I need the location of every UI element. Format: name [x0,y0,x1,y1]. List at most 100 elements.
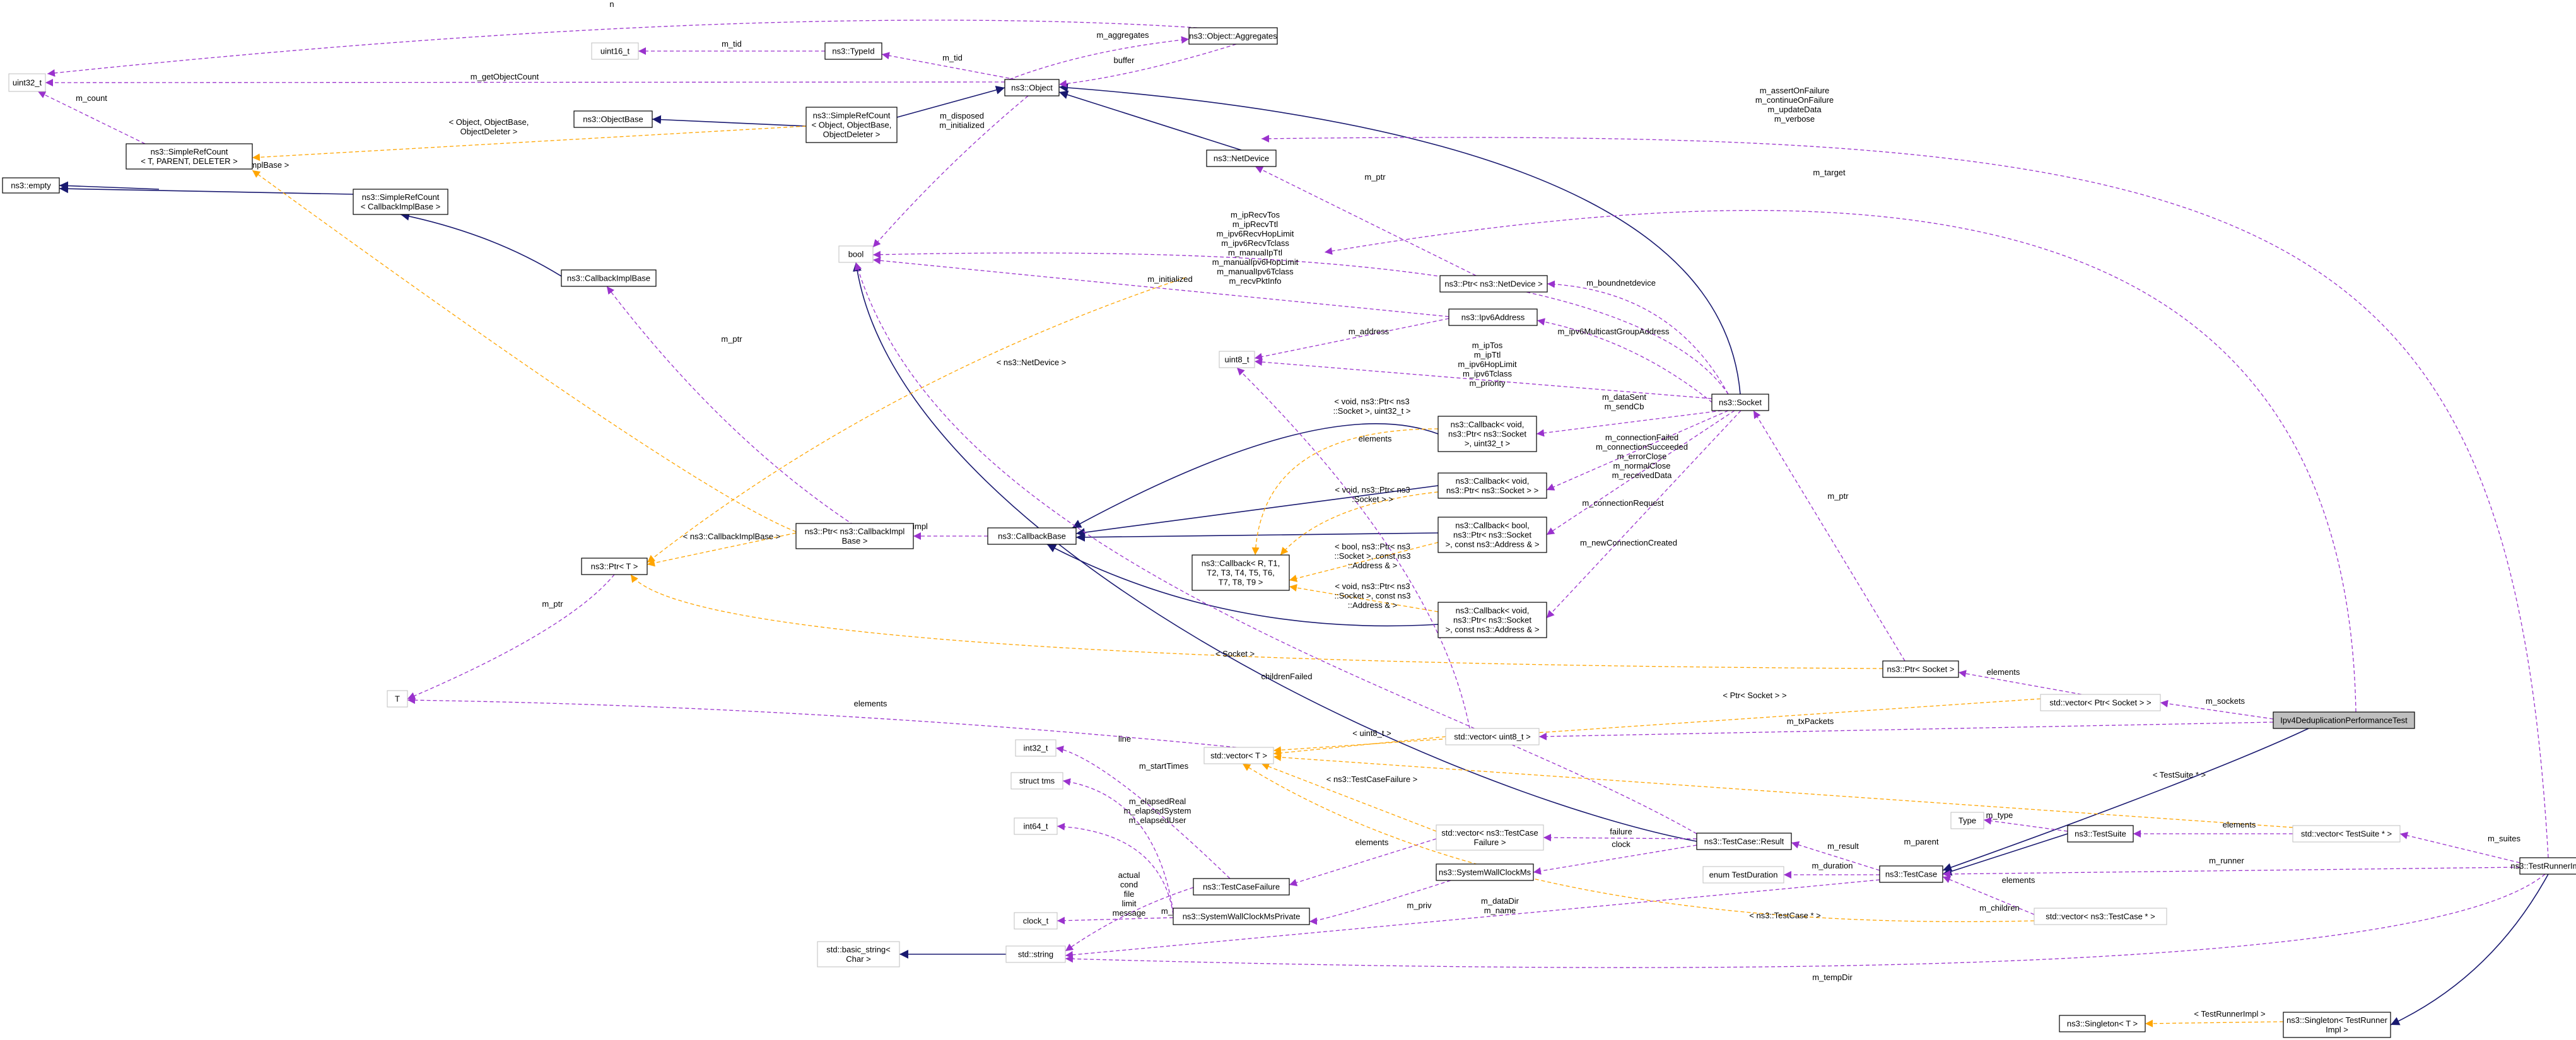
node-vecTS[interactable]: std::vector< TestSuite * > [2292,825,2401,843]
node-ptrND[interactable]: ns3::Ptr< ns3::NetDevice > [1439,275,1548,293]
edge-label-m_getObjectCount: m_getObjectCount [471,72,539,81]
node-singT[interactable]: ns3::Singleton< T > [2059,1015,2146,1032]
usage-edge [37,91,146,144]
inheritance-edge [1058,83,1741,395]
node-box [2519,857,2576,875]
node-box [1004,79,1060,96]
usage-edge [1753,410,1906,662]
node-cb4[interactable]: ns3::Callback< void,ns3::Ptr< ns3::Socke… [1437,602,1547,638]
node-label: T [395,694,400,704]
template-edge [1251,428,1439,556]
node-uint8[interactable]: uint8_t [1219,351,1255,368]
node-ptrSock[interactable]: ns3::Ptr< Socket > [1882,660,1959,678]
node-tcf[interactable]: ns3::TestCaseFailure [1193,878,1290,896]
edge-label-m_target: m_target [1813,168,1846,177]
edge-label-m_suites: m_suites [2488,834,2521,843]
node-box [1206,149,1277,167]
node-cib[interactable]: ns3::CallbackImplBase [561,269,657,287]
template-edge [1273,753,2293,828]
node-cbBase[interactable]: ns3::CallbackBase [987,527,1077,545]
node-srcTPD[interactable]: ns3::SimpleRefCount< T, PARENT, DELETER … [126,143,253,170]
edge-label-tpl1: < void, ns3::Ptr< ns3::Socket >, uint32_… [1333,397,1411,416]
node-uint16[interactable]: uint16_t [591,42,639,60]
node-ptrT[interactable]: ns3::Ptr< T > [581,558,648,575]
template-edge [1242,763,2035,922]
node-cb2[interactable]: ns3::Callback< void,ns3::Ptr< ns3::Socke… [1437,472,1547,499]
node-vecT[interactable]: std::vector< T > [1203,747,1274,764]
node-basicStr[interactable]: std::basic_string<Char > [817,941,900,967]
node-T[interactable]: T [387,690,408,708]
node-bool[interactable]: bool [838,245,874,263]
node-srcObj[interactable]: ns3::SimpleRefCount< Object, ObjectBase,… [805,107,898,143]
node-int64[interactable]: int64_t [1014,817,1058,835]
node-tms[interactable]: struct tms [1010,772,1063,790]
node-stdstring[interactable]: std::string [1005,945,1066,963]
node-label: ns3::CallbackBase [998,532,1066,541]
node-object[interactable]: ns3::Object [1004,79,1060,96]
edge-label-m_children: m_children [1979,903,2020,913]
node-box [2067,825,2134,843]
node-cbR[interactable]: ns3::Callback< R, T1,T2, T3, T4, T5, T6,… [1191,554,1290,591]
node-cb1[interactable]: ns3::Callback< void,ns3::Ptr< ns3::Socke… [1437,416,1537,452]
node-tcResult[interactable]: ns3::TestCase::Result [1696,833,1792,850]
node-testsuite[interactable]: ns3::TestSuite [2067,825,2134,843]
node-label: ns3::Object::Aggregates [1189,32,1277,41]
node-testcase[interactable]: ns3::TestCase [1879,865,1943,883]
edge-label-n: n [609,0,614,9]
edge-label-tpl2: < void, ns3::Ptr< ns3:Socket > > [1335,485,1410,504]
node-clockt[interactable]: clock_t [1014,912,1058,930]
edge-label-tctpl: < ns3::TestCase * > [1749,911,1820,920]
node-empty[interactable]: ns3::empty [2,177,60,194]
node-vecPtrSock[interactable]: std::vector< Ptr< Socket > > [2040,694,2161,711]
edge-label-cibtpl2: < ns3::CallbackImplBase > [683,532,781,541]
node-type[interactable]: Type [1950,812,1984,829]
node-swcp[interactable]: ns3::SystemWallClockMsPrivate [1173,908,1310,925]
node-vecTC[interactable]: std::vector< ns3::TestCase * > [2034,908,2167,925]
node-typeid[interactable]: ns3::TypeId [824,42,882,60]
node-label: ns3::SimpleRefCount< Object, ObjectBase,… [812,111,892,139]
usage-edge [2160,699,2274,720]
node-box [2059,1015,2146,1032]
node-box [1702,866,1784,884]
node-int32[interactable]: int32_t [1015,739,1057,757]
template-edge [647,277,1186,563]
usage-edge [1065,879,1880,959]
edge-label-elements_u8: elements [1359,434,1392,443]
node-aggr[interactable]: ns3::Object::Aggregates [1188,27,1278,45]
node-vecU8[interactable]: std::vector< uint8_t > [1445,728,1540,745]
usage-edge [407,574,615,699]
edge-label-elements_T: elements [854,699,887,708]
node-ipv6[interactable]: ns3::Ipv6Address [1448,308,1538,326]
node-tri[interactable]: ns3::TestRunnerImpl [2510,857,2576,875]
node-enumTD[interactable]: enum TestDuration [1702,866,1784,884]
edge-label-clock: clock [1612,839,1630,849]
inheritance-edge [2390,873,2549,1025]
usage-edge [1065,873,2546,968]
template-edge [2145,1019,2284,1027]
node-netdev[interactable]: ns3::NetDevice [1206,149,1277,167]
node-label: ns3::TypeId [832,47,874,56]
node-uint32[interactable]: uint32_t [8,73,46,92]
node-main[interactable]: Ipv4DeduplicationPerformanceTest [2273,711,2415,729]
node-box [1448,308,1538,326]
node-cb3[interactable]: ns3::Callback< bool,ns3::Ptr< ns3::Socke… [1437,517,1547,553]
node-label: int64_t [1023,822,1048,831]
edge-label-m_ptr_T: m_ptr [542,599,563,609]
node-label: ns3::Ptr< T > [591,562,638,571]
node-swc[interactable]: ns3::SystemWallClockMs [1436,863,1534,881]
node-objbase[interactable]: ns3::ObjectBase [573,110,653,128]
edge-label-tcftpl: < ns3::TestCaseFailure > [1326,774,1418,784]
inheritance-edge [59,184,354,195]
node-socket[interactable]: ns3::Socket [1711,394,1769,411]
node-label: ns3::Object [1011,83,1053,93]
usage-edge [1546,410,1729,491]
node-srcCIB[interactable]: ns3::SimpleRefCount< CallbackImplBase > [353,189,448,215]
